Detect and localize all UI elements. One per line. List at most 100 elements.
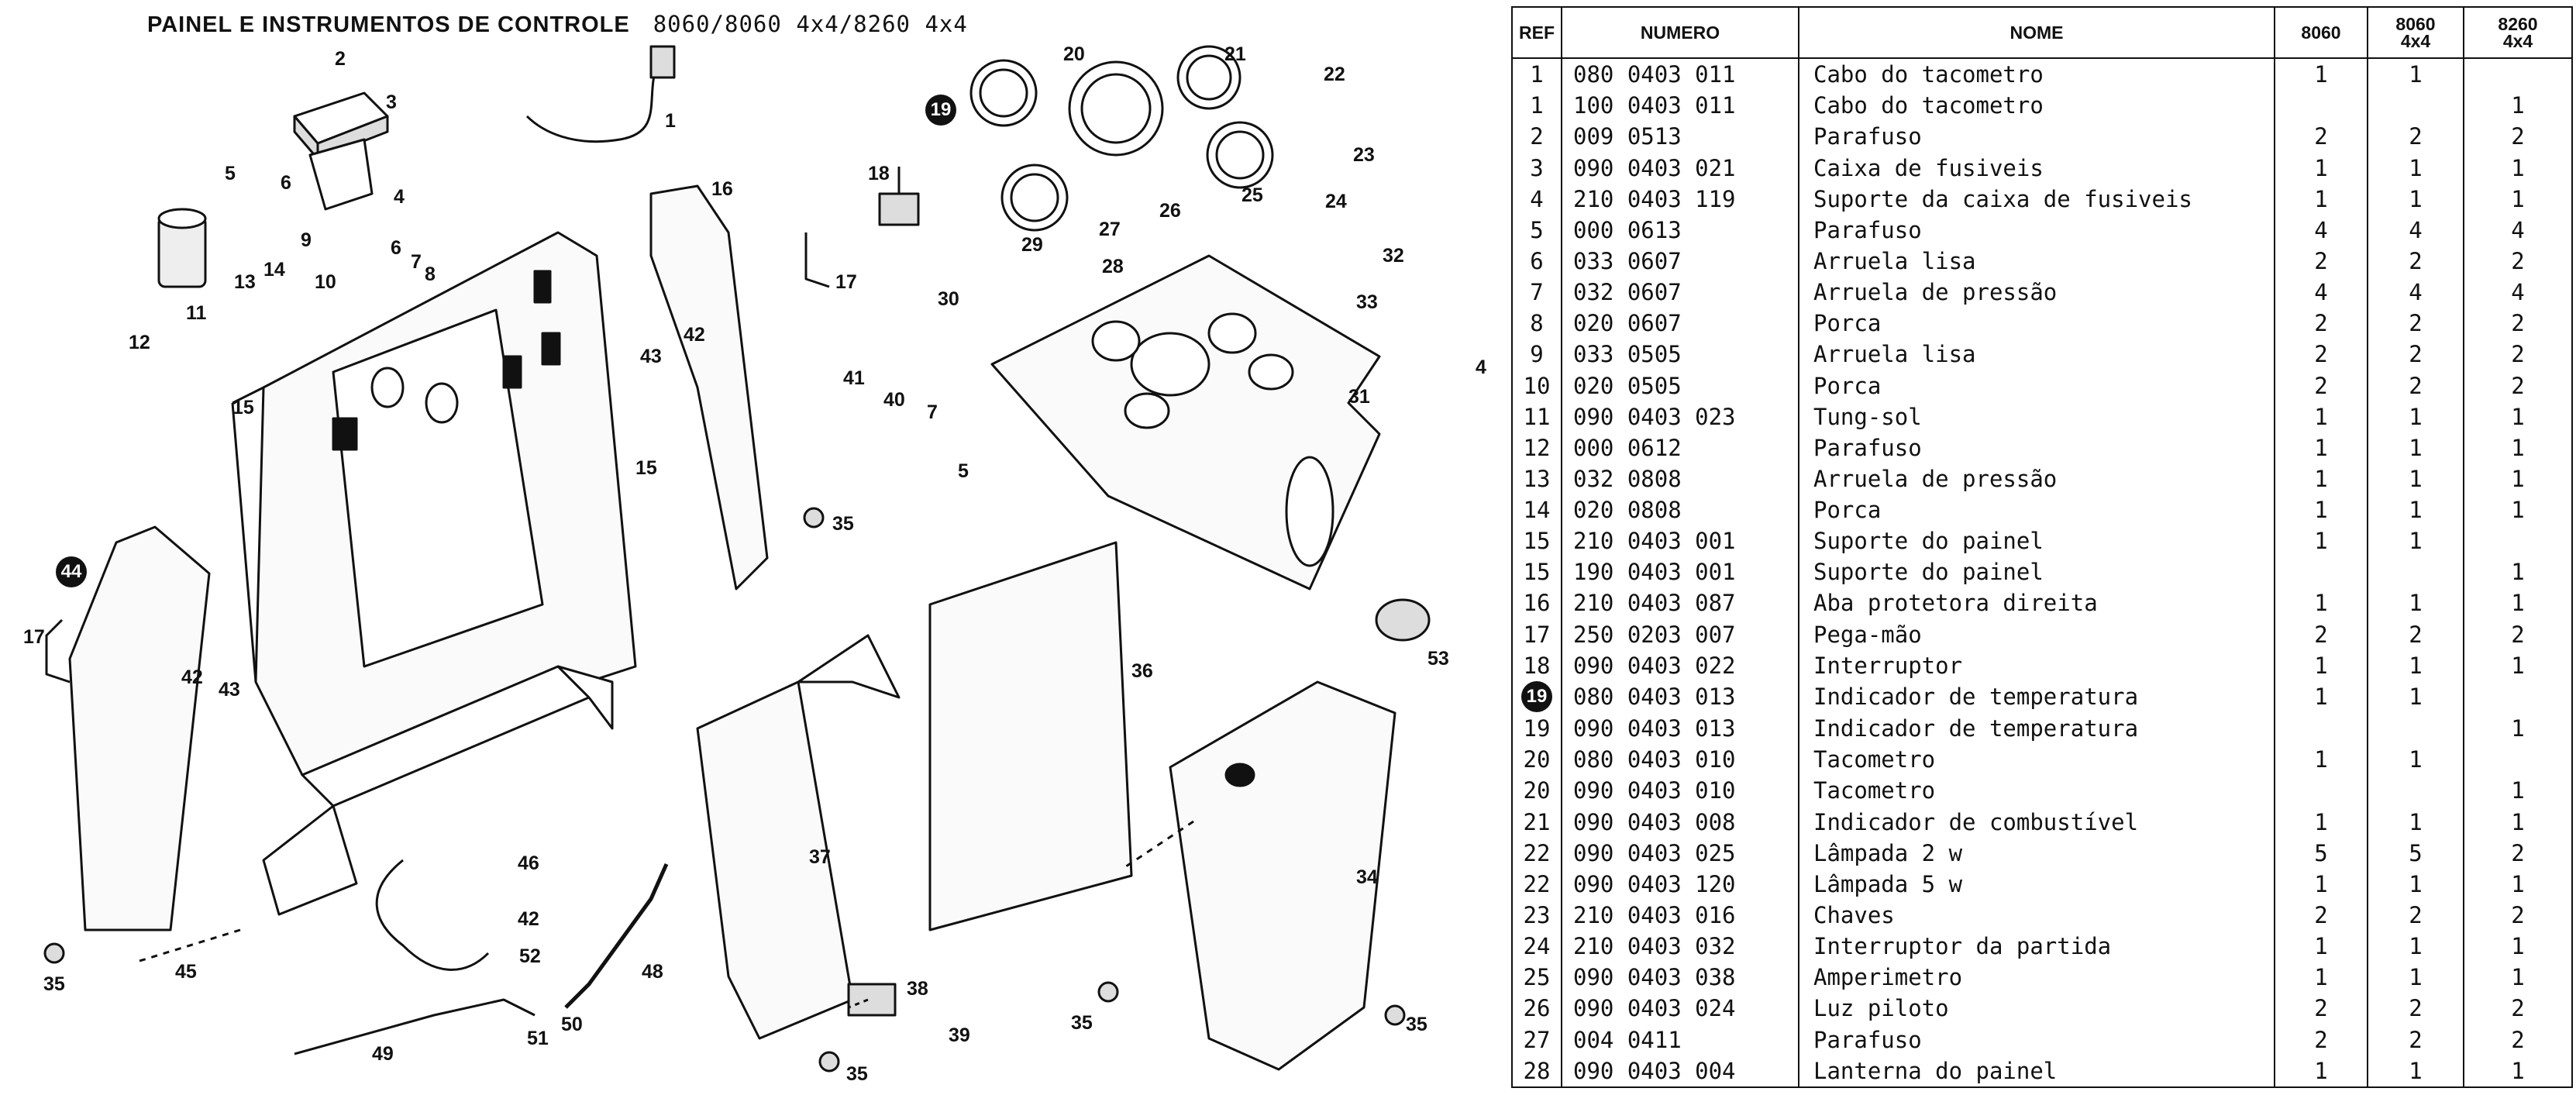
callout-label: 30	[938, 288, 959, 310]
cell-ref: 23	[1511, 899, 1562, 931]
cell-numero: 210 0403 032	[1561, 931, 1799, 962]
cell-q3: 2	[2463, 370, 2573, 401]
cell-numero: 000 0612	[1561, 432, 1799, 463]
cell-nome: Parafuso	[1798, 214, 2275, 246]
callout-label: 9	[301, 229, 312, 251]
cell-q3: 2	[2463, 993, 2573, 1024]
cell-q2: 2	[2367, 245, 2464, 277]
header-8060: 8060	[2274, 6, 2368, 59]
cell-q1: 1	[2274, 868, 2368, 900]
callout-label: 7	[411, 251, 422, 273]
cell-q1: 2	[2274, 121, 2368, 153]
cell-q3: 1	[2463, 494, 2573, 526]
callout-label: 4	[1476, 356, 1486, 378]
callout-label: 15	[635, 457, 657, 479]
cell-nome: Arruela lisa	[1798, 245, 2275, 277]
callout-label: 35	[1406, 1014, 1427, 1035]
callout-label: 6	[281, 172, 291, 194]
cell-q2	[2367, 90, 2464, 122]
bolts-35	[43, 507, 1406, 1073]
callout-label: 43	[219, 679, 240, 701]
cell-numero: 210 0403 119	[1561, 183, 1799, 215]
cell-q2	[2367, 713, 2464, 745]
cell-numero: 020 0808	[1561, 494, 1799, 526]
cell-q2: 2	[2367, 1024, 2464, 1055]
cell-ref: 6	[1511, 245, 1562, 277]
cell-nome: Parafuso	[1798, 1024, 2275, 1055]
panel-support-frame	[231, 231, 637, 916]
cell-q2: 4	[2367, 277, 2464, 308]
callout-label: 29	[1021, 234, 1043, 256]
cell-nome: Arruela de pressão	[1798, 463, 2275, 494]
callout-label: 26	[1159, 200, 1181, 222]
cell-q2: 2	[2367, 121, 2464, 153]
flap-16	[649, 184, 769, 591]
cell-q3: 1	[2463, 587, 2573, 619]
cell-ref: 27	[1511, 1024, 1562, 1055]
cell-q2: 2	[2367, 370, 2464, 401]
cell-q1	[2274, 556, 2368, 588]
cell-numero: 090 0403 010	[1561, 775, 1799, 807]
cell-q2: 5	[2367, 837, 2464, 869]
header-8260-4x4: 8260 4x4	[2463, 6, 2573, 59]
callout-label: 42	[684, 324, 705, 346]
cell-q2: 4	[2367, 214, 2464, 246]
cell-nome: Suporte da caixa de fusiveis	[1798, 183, 2275, 215]
cell-q1: 4	[2274, 277, 2368, 308]
callout-label: 35	[846, 1063, 868, 1085]
cell-nome: Cabo do tacometro	[1798, 58, 2275, 91]
callout-label: 45	[175, 961, 197, 983]
callout-label: 1	[665, 110, 676, 132]
cell-q3: 1	[2463, 432, 2573, 463]
cell-numero: 080 0403 013	[1561, 680, 1799, 714]
cell-q1: 2	[2274, 245, 2368, 277]
cell-q3: 1	[2463, 806, 2573, 838]
cell-ref: 7	[1511, 277, 1562, 308]
callout-label: 23	[1353, 144, 1375, 166]
cell-ref: 17	[1511, 618, 1562, 650]
cell-nome: Tung-sol	[1798, 401, 2275, 432]
cell-numero: 090 0403 023	[1561, 401, 1799, 432]
callout-label: 10	[315, 271, 336, 293]
cell-ref: 8	[1511, 308, 1562, 339]
rod-49	[294, 998, 536, 1055]
callout-label: 28	[1102, 256, 1124, 277]
cell-q1: 1	[2274, 463, 2368, 494]
cell-q1: 1	[2274, 649, 2368, 681]
cell-nome: Suporte do painel	[1798, 525, 2275, 557]
cell-q3: 1	[2463, 401, 2573, 432]
header-numero: NUMERO	[1561, 6, 1799, 59]
cell-q1	[2274, 775, 2368, 807]
cell-q3: 1	[2463, 649, 2573, 681]
callout-label: 13	[234, 271, 256, 293]
cell-q1: 1	[2274, 962, 2368, 993]
cell-numero: 090 0403 004	[1561, 1055, 1799, 1089]
cell-q1: 1	[2274, 931, 2368, 962]
cell-ref: 13	[1511, 463, 1562, 494]
callout-label: 34	[1356, 866, 1378, 888]
callout-label: 35	[1071, 1012, 1093, 1034]
cell-q1: 2	[2274, 899, 2368, 931]
cell-q3: 2	[2463, 245, 2573, 277]
parts-illustration	[43, 45, 1431, 1073]
cell-q3: 2	[2463, 339, 2573, 370]
callout-label: 48	[642, 961, 663, 983]
callout-label: 8	[425, 263, 436, 285]
callout-label: 49	[372, 1043, 394, 1065]
callout-badge: 44	[56, 556, 87, 587]
callout-label: 11	[186, 302, 207, 324]
cell-numero: 000 0613	[1561, 214, 1799, 246]
cell-ref: 24	[1511, 931, 1562, 962]
callout-label: 7	[927, 401, 938, 423]
cell-q1: 1	[2274, 806, 2368, 838]
cell-q1: 1	[2274, 494, 2368, 526]
cell-ref: 22	[1511, 868, 1562, 900]
